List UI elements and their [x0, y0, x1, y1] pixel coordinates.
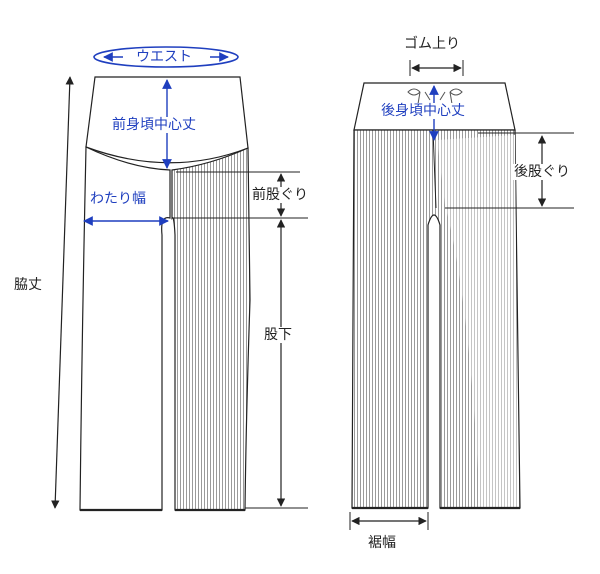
front-left-leg: [79, 146, 171, 511]
back-pants: [349, 60, 574, 530]
side-length-label: 脇丈: [12, 277, 44, 293]
front-right-leg-striped: [171, 147, 251, 511]
hem-width-label: 裾幅: [368, 535, 396, 551]
waist-label: ウエスト: [133, 49, 195, 65]
front-pants: [51, 46, 308, 512]
front-rise-label: 前股ぐり: [250, 187, 310, 203]
thigh-width-label: わたり幅: [88, 191, 148, 207]
back-rise-label: 後股ぐり: [512, 164, 572, 180]
elastic-label: ゴム上り: [404, 36, 460, 52]
back-rise-center-label: 後身頃中心丈: [379, 103, 467, 119]
inseam-label: 股下: [262, 327, 294, 343]
front-rise-center-label: 前身頃中心丈: [110, 117, 198, 133]
side-length-arrow: [51, 76, 74, 509]
drawstring-icon: [407, 88, 463, 105]
